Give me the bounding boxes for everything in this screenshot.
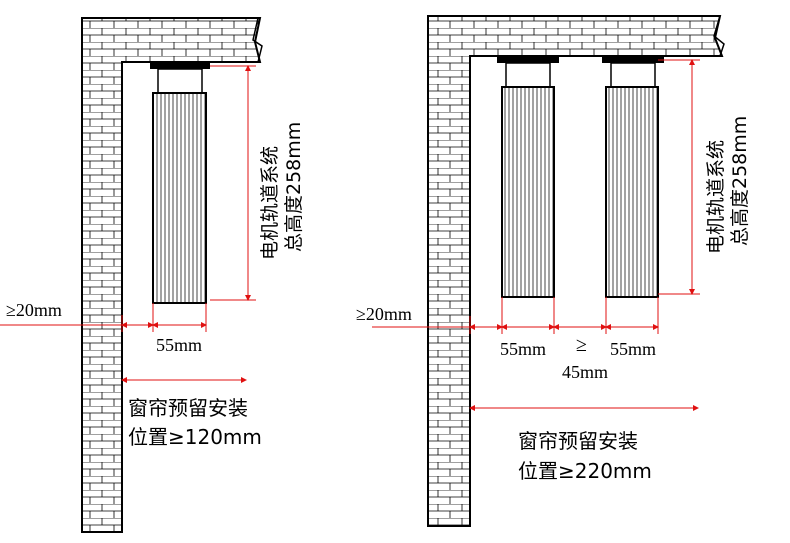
- right-bracket-b: [602, 57, 664, 63]
- right-curtain-body-a: [501, 86, 555, 298]
- left-width-label: 55mm: [156, 335, 202, 355]
- right-break-line: [713, 15, 725, 57]
- right-motor-head-b: [610, 62, 656, 88]
- left-height-label-1: 电机轨道系统: [259, 146, 281, 260]
- right-margin-label: ≥20mm: [356, 304, 412, 324]
- left-margin-label: ≥20mm: [6, 300, 62, 320]
- left-wall: [81, 17, 262, 533]
- right-bracket-a: [497, 57, 559, 63]
- left-reserve-label-2: 位置≥120mm: [128, 425, 262, 449]
- left-height-label-2: 总高度258mm: [283, 122, 305, 252]
- left-bracket: [150, 63, 210, 69]
- right-reserve-label-1: 窗帘预留安装: [518, 429, 638, 453]
- right-gap-symbol: ≥: [576, 334, 587, 356]
- right-diagram: 电机轨道系统 总高度258mm ≥20mm 55mm ≥ 55mm 45mm 窗…: [356, 15, 751, 527]
- right-height-label-1: 电机轨道系统: [705, 140, 727, 254]
- left-motor-head: [157, 68, 203, 94]
- left-break-line: [252, 17, 263, 63]
- right-width-label-b: 55mm: [610, 339, 656, 359]
- left-reserve-label-1: 窗帘预留安装: [128, 396, 248, 420]
- left-diagram: 电机轨道系统 总高度258mm ≥20mm 55mm 窗帘预留安装 位置≥120…: [0, 17, 305, 533]
- left-curtain-body: [152, 92, 207, 304]
- right-width-label-a: 55mm: [500, 339, 546, 359]
- right-motor-head-a: [505, 62, 551, 88]
- right-reserve-label-2: 位置≥220mm: [518, 459, 652, 483]
- right-gap-label: 45mm: [562, 362, 608, 382]
- right-height-label-2: 总高度258mm: [729, 116, 751, 246]
- right-curtain-body-b: [605, 86, 659, 298]
